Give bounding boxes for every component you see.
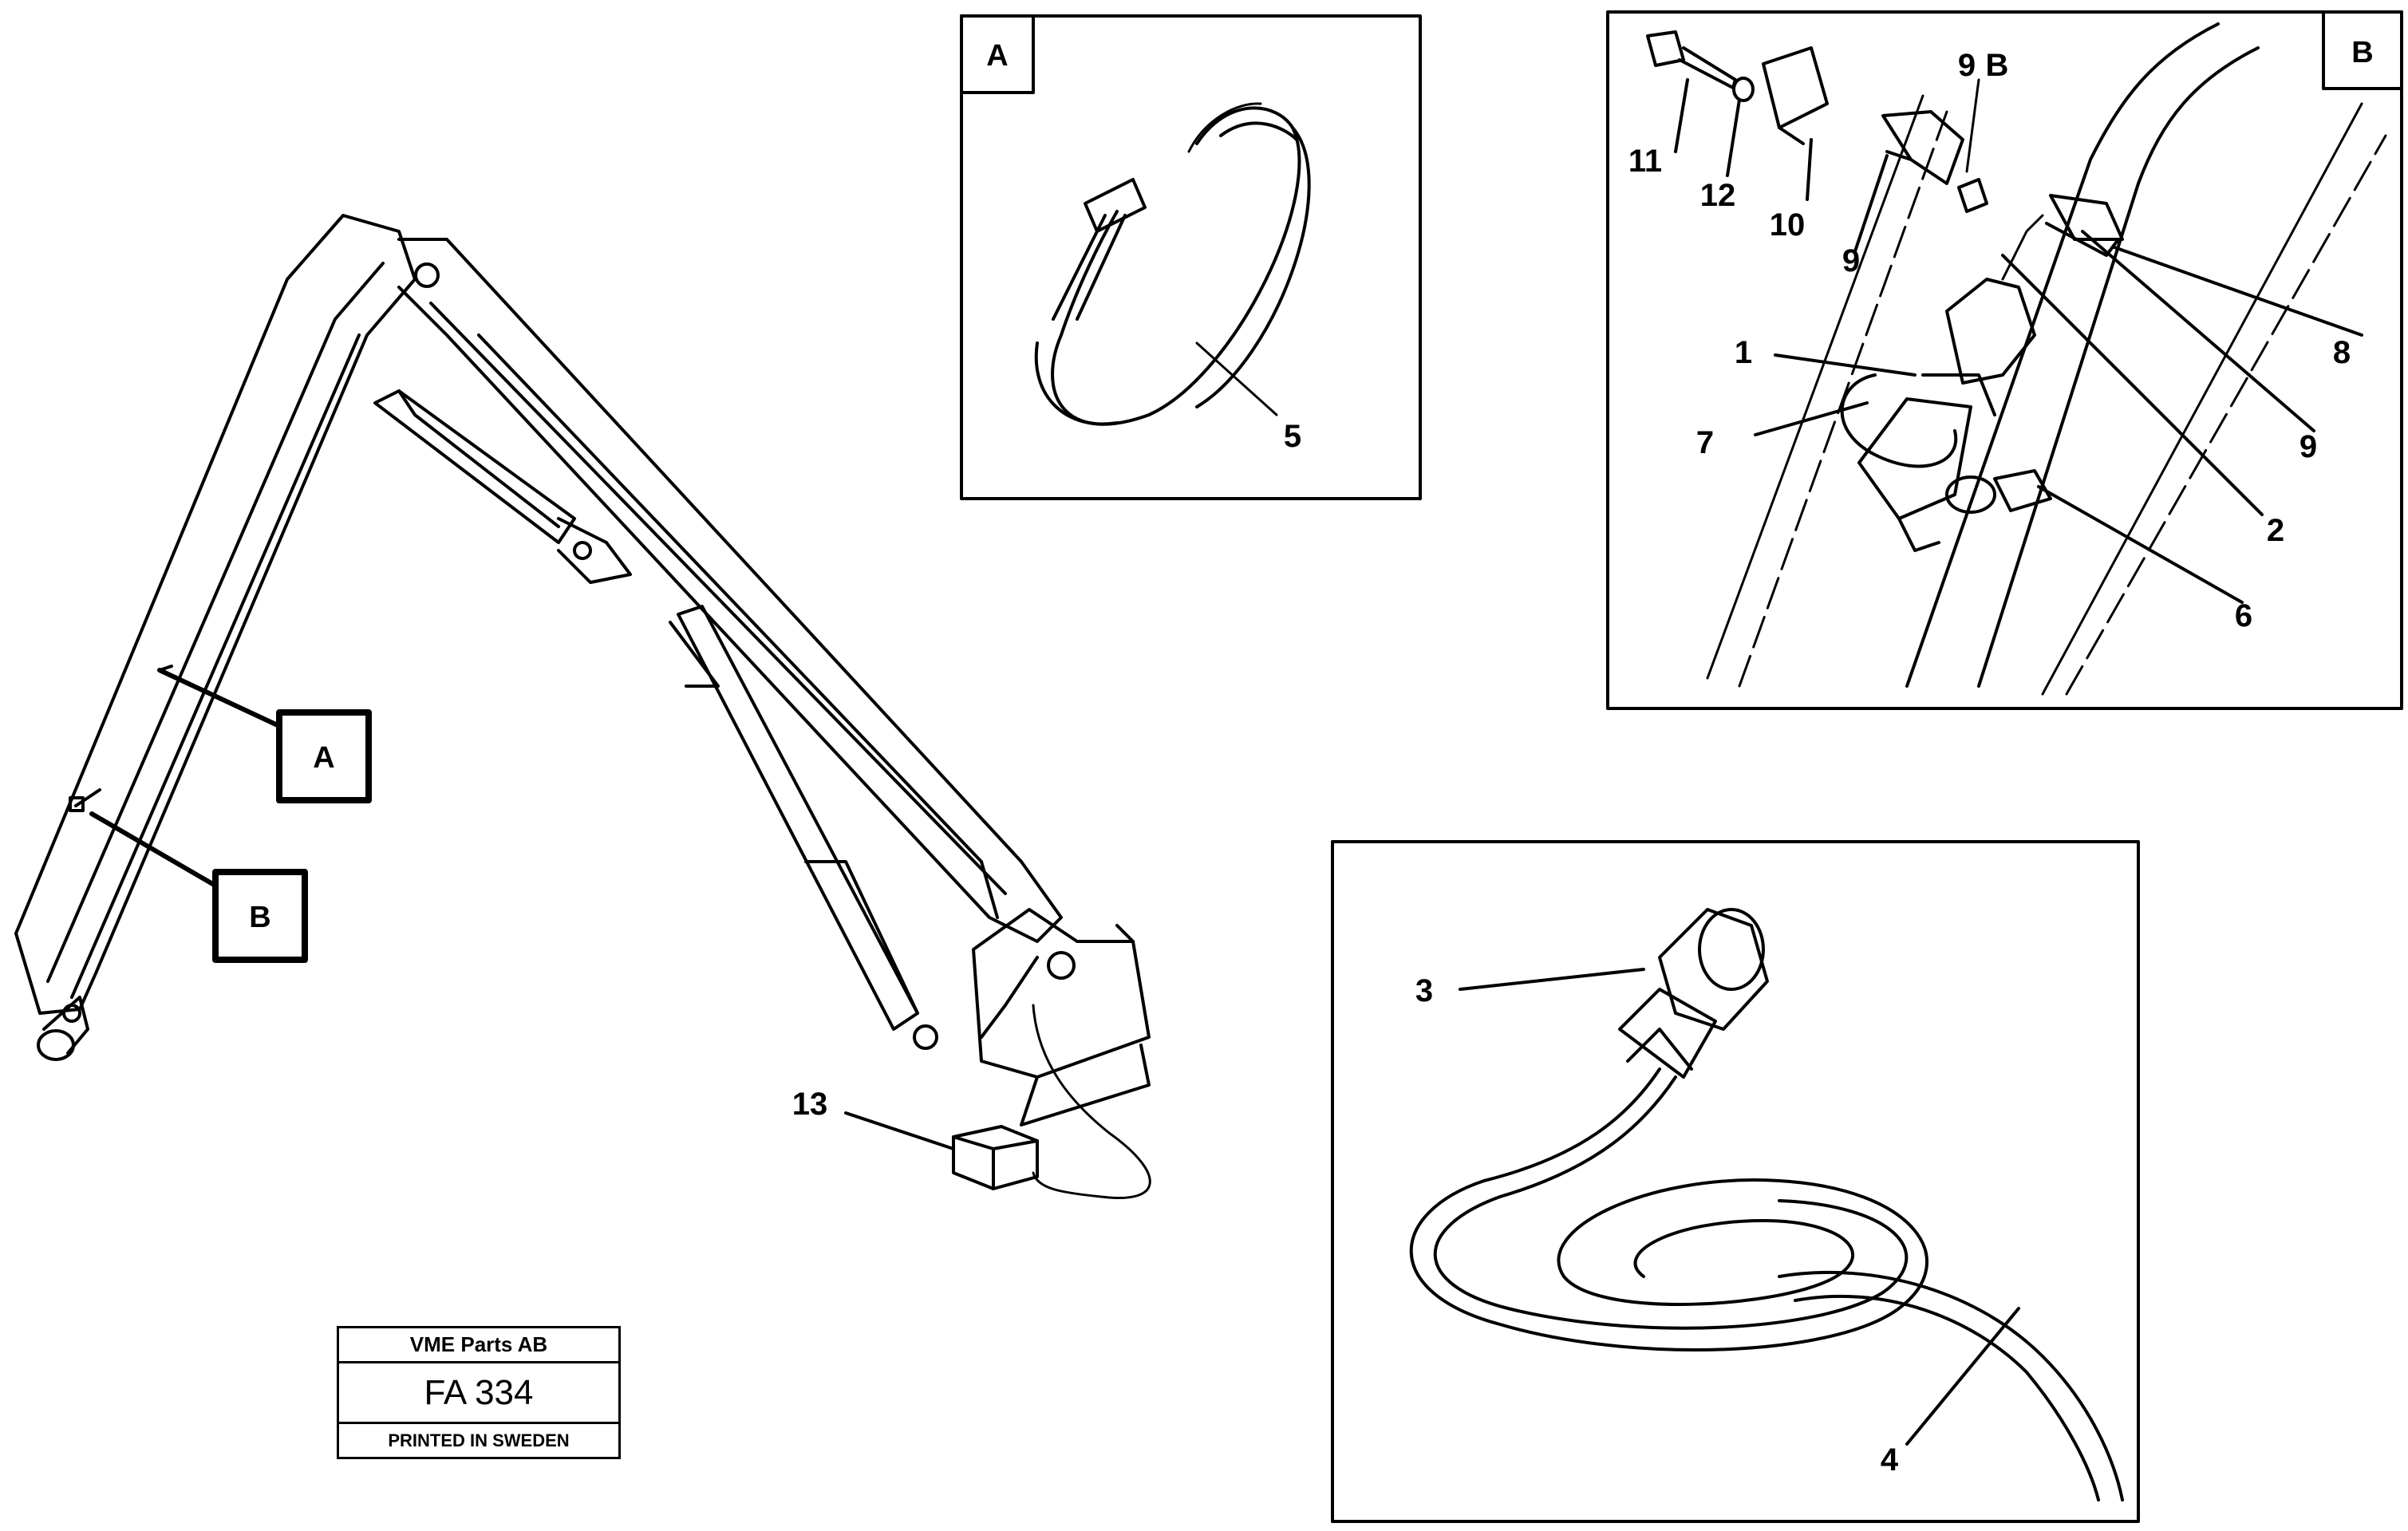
part-number-7: 7: [1696, 425, 1714, 460]
callout-leaders: [89, 668, 955, 1150]
detail-b-reference: B: [1986, 48, 2009, 83]
detail-cable-panel: [1331, 840, 2140, 1523]
title-block-printed: PRINTED IN SWEDEN: [388, 1430, 570, 1450]
part-number-3: 3: [1415, 973, 1433, 1008]
part-number-1: 1: [1735, 335, 1752, 370]
callout-a-label: A: [313, 741, 334, 775]
part-number-9-left: 9: [1842, 243, 1860, 278]
part-number-9-right: 9: [2299, 429, 2317, 464]
detail-b-title: B: [2351, 36, 2373, 69]
part-number-10: 10: [1770, 207, 1806, 243]
callout-b-box: [212, 869, 308, 963]
part-number-6: 6: [2235, 598, 2252, 633]
part-number-13: 13: [792, 1087, 828, 1122]
title-block-code: FA 334: [339, 1363, 618, 1424]
boom-arm: [14, 214, 1151, 1199]
part-number-11: 11: [1628, 144, 1662, 179]
detail-b-panel: [1606, 10, 2403, 710]
detail-a-title: A: [986, 39, 1008, 73]
title-block-company: VME Parts AB: [339, 1328, 618, 1363]
part-number-4: 4: [1881, 1442, 1899, 1478]
part-number-8: 8: [2333, 335, 2351, 370]
part-number-2: 2: [2267, 513, 2284, 548]
part-number-5: 5: [1284, 419, 1301, 454]
part-number-12: 12: [1700, 178, 1736, 213]
part-number-9-top: 9: [1958, 48, 1976, 83]
callout-a-box: [276, 709, 372, 803]
callout-b-label: B: [249, 901, 270, 934]
detail-a-panel: [960, 14, 1422, 500]
title-block: VME Parts AB FA 334 PRINTED IN SWEDEN: [337, 1326, 621, 1459]
